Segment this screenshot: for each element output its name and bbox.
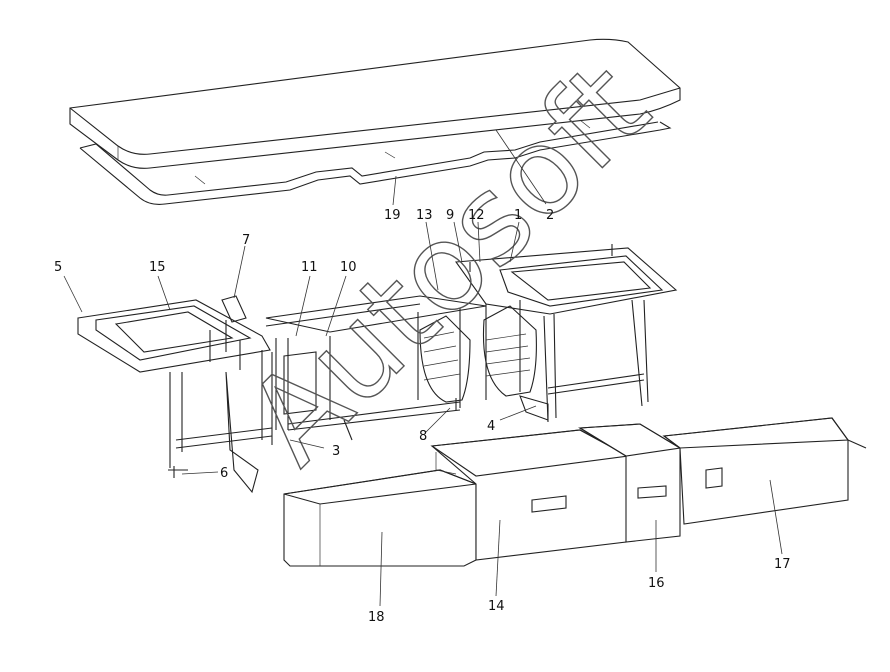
callout-10: 10 — [340, 260, 357, 275]
callout-4: 4 — [487, 419, 495, 434]
seat-base-frame — [79, 119, 672, 205]
callout-16: 16 — [648, 576, 665, 591]
cover-17 — [662, 417, 867, 525]
callout-19: 19 — [384, 208, 401, 223]
left-frame — [77, 295, 273, 494]
callout-13: 13 — [416, 208, 433, 223]
callout-6: 6 — [220, 466, 228, 481]
callout-17: 17 — [774, 557, 791, 572]
callout-7: 7 — [242, 233, 250, 248]
callout-5: 5 — [54, 260, 62, 275]
leader-lines — [63, 129, 783, 607]
callout-2: 2 — [546, 208, 554, 223]
cover-18 — [283, 469, 477, 567]
right-frame — [454, 244, 678, 423]
callout-11: 11 — [301, 260, 318, 275]
seat-cushion — [69, 38, 681, 169]
callout-15: 15 — [149, 260, 166, 275]
callout-9: 9 — [446, 208, 454, 223]
callout-1: 1 — [514, 208, 522, 223]
callout-3: 3 — [332, 444, 340, 459]
callout-12: 12 — [468, 208, 485, 223]
callout-14: 14 — [488, 599, 505, 614]
callout-18: 18 — [368, 610, 385, 625]
callout-labels: 1 2 3 4 5 6 7 8 9 10 11 12 13 14 15 16 1… — [54, 208, 791, 625]
callout-8: 8 — [419, 429, 427, 444]
